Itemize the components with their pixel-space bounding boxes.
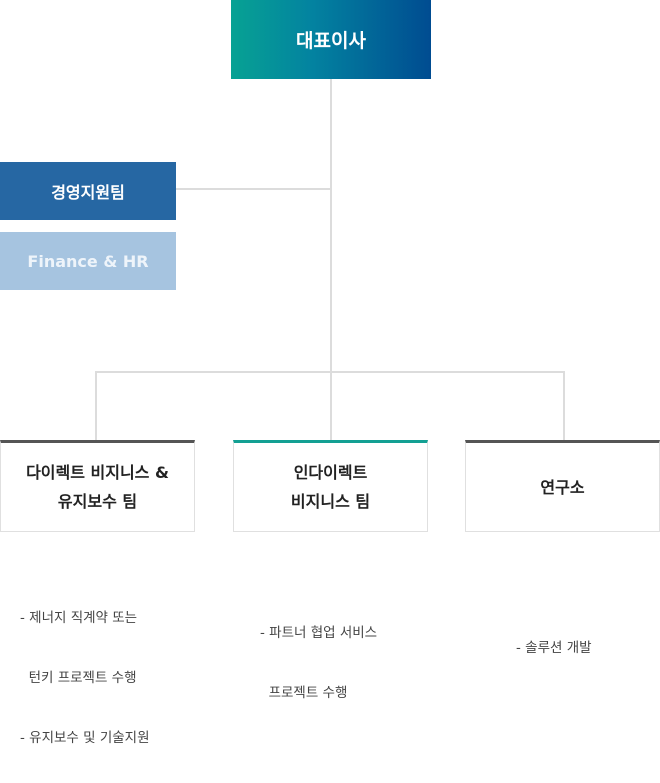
ceo-label: 대표이사 — [296, 30, 366, 52]
desc-line: - 솔루션 개발 — [516, 640, 592, 656]
team-label: 연구소 — [540, 477, 585, 497]
connector-teams-horizontal — [95, 371, 565, 373]
team-2-description: - 파트너 협업 서비스 프로젝트 수행 — [260, 588, 377, 738]
desc-line: - 제너지 직계약 또는 — [20, 610, 138, 626]
team-label: 인다이렉트 비지니스 팀 — [290, 463, 371, 511]
team-indirect-business: 인다이렉트 비지니스 팀 — [233, 440, 428, 532]
team-3-description: - 솔루션 개발 — [516, 603, 592, 693]
ceo-box: 대표이사 — [231, 0, 431, 79]
support-team-label: 경영지원팀 — [51, 183, 125, 202]
connector-ceo-vertical — [330, 79, 332, 440]
finance-hr-box: Finance & HR — [0, 232, 176, 290]
desc-line: - 유지보수 및 기술지원 — [20, 730, 150, 746]
connector-support — [176, 188, 331, 190]
desc-line: 턴키 프로젝트 수행 — [20, 670, 137, 686]
support-team-box: 경영지원팀 — [0, 162, 176, 220]
connector-team-1 — [95, 371, 97, 440]
team-direct-business: 다이렉트 비지니스 & 유지보수 팀 — [0, 440, 195, 532]
finance-hr-label: Finance & HR — [27, 251, 149, 271]
team-label: 다이렉트 비지니스 & 유지보수 팀 — [26, 463, 169, 511]
connector-team-3 — [563, 371, 565, 440]
team-1-description: - 제너지 직계약 또는 턴키 프로젝트 수행 - 유지보수 및 기술지원 — [20, 573, 150, 783]
desc-line: 프로젝트 수행 — [260, 685, 348, 701]
team-research-lab: 연구소 — [465, 440, 660, 532]
desc-line: - 파트너 협업 서비스 — [260, 625, 378, 641]
